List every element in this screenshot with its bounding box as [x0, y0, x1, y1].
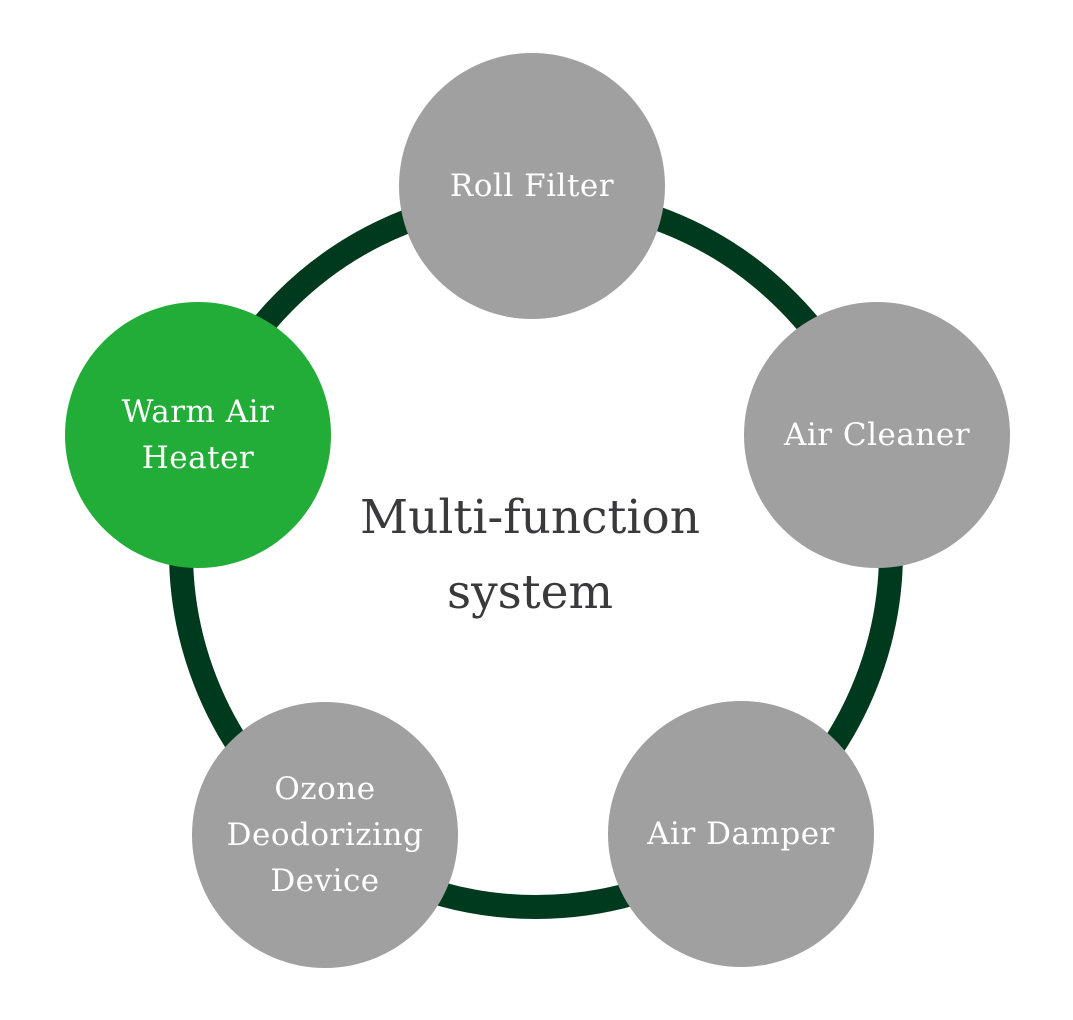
node-label-air-damper: Air Damper: [647, 816, 835, 852]
node-label-roll-filter: Roll Filter: [449, 168, 615, 204]
center-title: Multi-function system: [360, 490, 700, 620]
node-ozone-deodorizing-device: Ozone Deodorizing Device: [192, 702, 458, 968]
node-air-cleaner: Air Cleaner: [744, 302, 1010, 568]
node-label-air-cleaner: Air Cleaner: [783, 417, 971, 453]
node-label-warm-air-heater: Warm Air Heater: [121, 394, 275, 476]
node-warm-air-heater: Warm Air Heater: [65, 302, 331, 568]
node-air-damper: Air Damper: [608, 701, 874, 967]
node-roll-filter: Roll Filter: [399, 53, 665, 319]
node-label-ozone-deodorizing-device: Ozone Deodorizing Device: [226, 771, 424, 899]
